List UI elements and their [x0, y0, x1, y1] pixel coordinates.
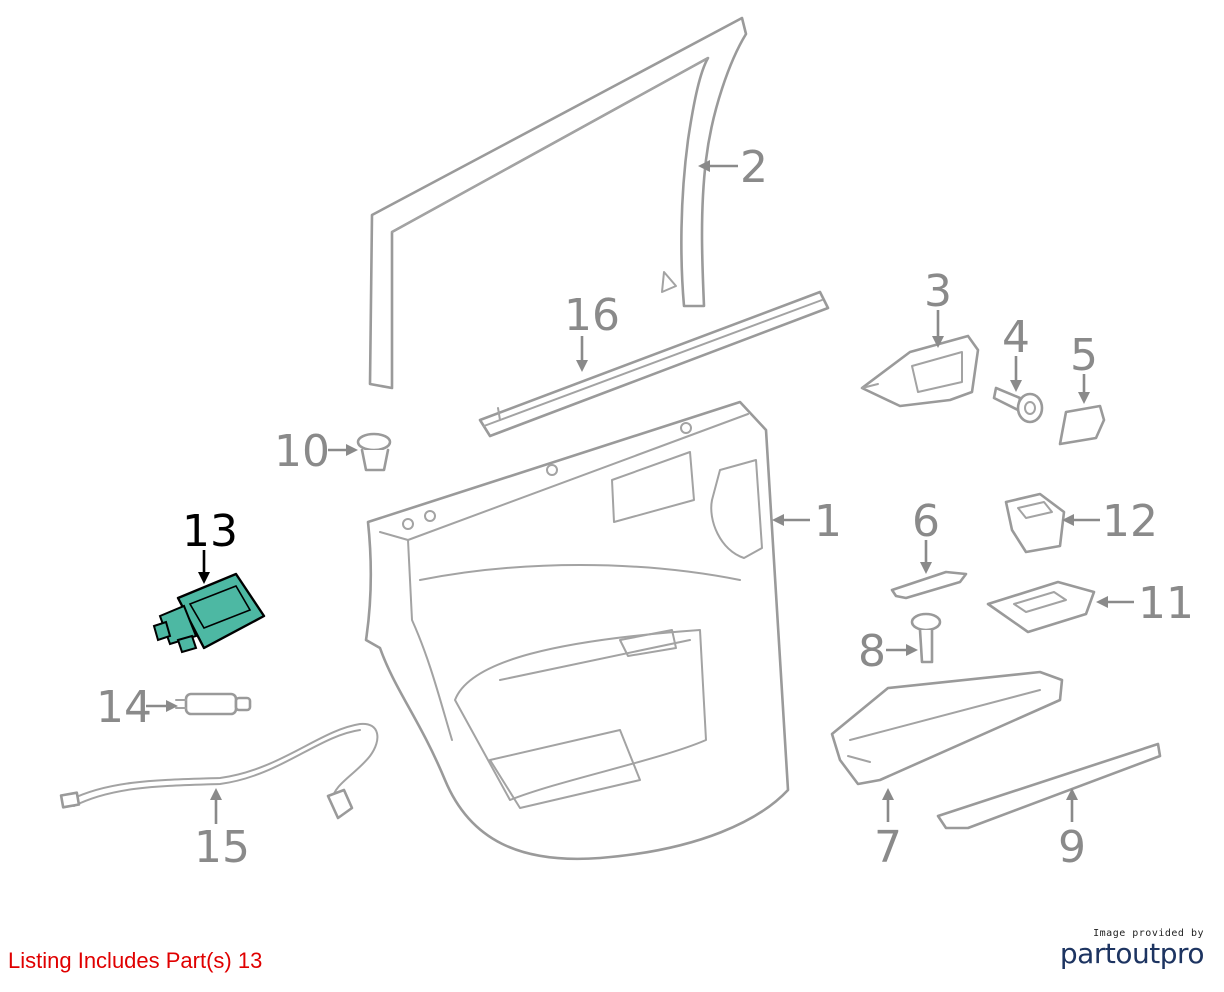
- callout-1: 1: [814, 496, 842, 547]
- callout-5: 5: [1070, 330, 1098, 381]
- brand-attribution: Image provided by partoutpro: [1059, 928, 1205, 970]
- callout-16: 16: [564, 290, 620, 341]
- callout-7: 7: [874, 822, 902, 873]
- part-12-bezel: [1004, 492, 1066, 554]
- part-2-window-frame: [368, 16, 748, 390]
- part-15-wire-harness: [59, 722, 379, 820]
- part-1-door-panel: [364, 400, 790, 861]
- callout-6: 6: [912, 496, 940, 547]
- callout-10: 10: [274, 426, 330, 477]
- listing-includes-text: Listing Includes Part(s) 13: [8, 948, 263, 973]
- part-7-armrest: [830, 670, 1064, 786]
- part-11-switch-plate: [986, 580, 1096, 634]
- part-3-inside-handle: [860, 334, 980, 408]
- logo-text-pro: pro: [1159, 937, 1205, 970]
- callout-13: 13: [182, 506, 238, 557]
- part-9-trim-strip: [936, 742, 1162, 830]
- callout-12: 12: [1102, 496, 1158, 547]
- part-10-clip: [356, 432, 392, 472]
- callout-9: 9: [1058, 822, 1086, 873]
- image-provided-by-text: Image provided by: [1093, 928, 1204, 939]
- part-4-screw: [992, 386, 1044, 424]
- part-8-screw: [910, 612, 942, 664]
- callout-15: 15: [194, 822, 250, 873]
- callout-8: 8: [858, 626, 886, 677]
- part-6-trim: [890, 570, 968, 600]
- part-13-module: [152, 572, 266, 654]
- part-14-connector: [175, 692, 252, 716]
- callout-3: 3: [924, 266, 952, 317]
- callout-4: 4: [1002, 312, 1030, 363]
- callout-11: 11: [1138, 578, 1194, 629]
- part-5-cap: [1058, 404, 1106, 446]
- leader-arrows: [146, 160, 1134, 824]
- callout-14: 14: [96, 682, 152, 733]
- part-16-belt-molding: [478, 290, 830, 438]
- callout-labels: 1 2 3 4 5 6 7 8 9 10 11 12 13 14 15 16: [96, 142, 1194, 873]
- partoutpro-logo: partoutpro: [1059, 937, 1205, 970]
- callout-2: 2: [740, 142, 768, 193]
- logo-text-partout: partout: [1059, 937, 1160, 970]
